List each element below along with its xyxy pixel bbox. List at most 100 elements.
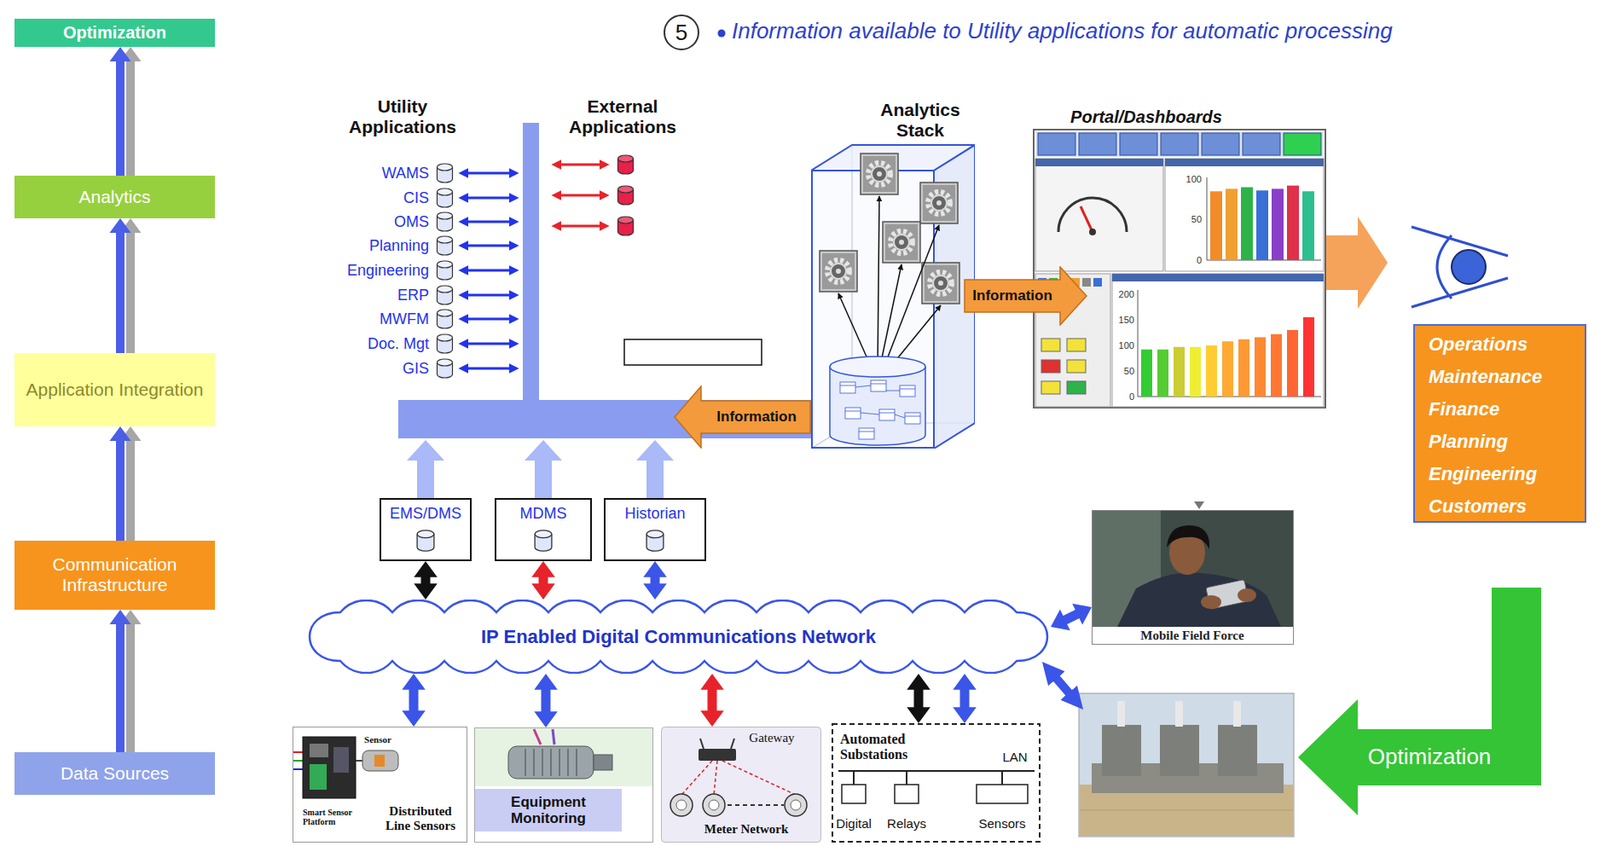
feed-arrows	[636, 440, 674, 499]
layer-box: Analytics	[14, 175, 215, 219]
substation-panel-shape	[905, 771, 908, 785]
analytics-stack-shape	[835, 268, 841, 274]
dashboard-shape	[1041, 359, 1061, 373]
photo-panel-shape	[1091, 510, 1294, 645]
dashboard-shape	[1157, 349, 1169, 397]
analytics-stack-shape	[879, 412, 895, 414]
dashboard-shape	[1119, 133, 1158, 156]
external-arrows	[559, 225, 602, 228]
application-name: Engineering	[347, 261, 429, 280]
dashboard-shape	[1206, 177, 1322, 261]
integration-arrows	[466, 172, 511, 175]
data-source-panel-shape	[309, 743, 329, 758]
data-source-panel-shape	[676, 800, 687, 811]
axis-value: 100	[1186, 173, 1202, 186]
dashboard-shape	[1037, 133, 1076, 156]
data-source-panel-shape	[475, 728, 654, 843]
node-text: Analytics	[79, 186, 151, 208]
external-databases	[618, 216, 634, 236]
node-text: Distributed Line Sensors	[377, 804, 464, 835]
data-source-panel-shape	[698, 748, 737, 761]
layer-box: Optimization	[14, 18, 215, 47]
utility-databases	[437, 309, 453, 329]
data-source-panel-shape	[784, 794, 807, 817]
substation-panel: Automated SubstationsLANDigitalRelaysSen…	[831, 723, 1041, 843]
analytics-stack-shape	[933, 275, 949, 291]
empty-box	[624, 339, 762, 366]
data-source-panel-shape	[508, 746, 594, 779]
analytics-stack-shape	[938, 280, 944, 286]
analytics-stack-shape	[855, 385, 905, 418]
node-text: Sensor	[364, 734, 392, 746]
substation-panel-shape	[838, 770, 1035, 772]
analytics-stack-shape	[863, 156, 896, 192]
system-box: Historian	[603, 498, 707, 562]
application-name: Planning	[369, 237, 429, 256]
dashboard-shape	[1137, 289, 1322, 397]
audience-box: OperationsMaintenanceFinancePlanningEngi…	[1413, 324, 1587, 523]
dashboard-shape	[1303, 317, 1315, 397]
data-source-panel-shape	[550, 748, 552, 777]
power-plant-photo	[1078, 693, 1294, 837]
dashboard-shape	[1033, 129, 1326, 408]
analytics-stack-shape	[871, 166, 887, 182]
connector-arrow	[643, 561, 667, 600]
analytics-stack-shape	[860, 153, 899, 195]
data-source-panel-shape	[475, 728, 653, 787]
data-source-panel: Equipment Monitoring	[474, 727, 654, 843]
connector-arrow	[533, 673, 558, 728]
substation-panel-shape	[976, 784, 1028, 804]
output-arrow	[1326, 216, 1388, 309]
substation-panel-shape	[841, 784, 866, 804]
layer-box: Data Sources	[14, 752, 215, 795]
integration-arrows	[466, 220, 511, 224]
layer-box: Communication Infrastructure	[14, 540, 215, 610]
dashboard-shape	[1302, 191, 1315, 261]
data-source-panel-shape	[293, 727, 468, 843]
connector-arrow	[110, 426, 132, 541]
analytics-stack-shape	[904, 412, 921, 424]
axis-value: 50	[1191, 214, 1202, 226]
analytics-stack-shape	[879, 409, 895, 421]
bullet-dot	[718, 29, 726, 38]
dashboard-shape	[1238, 339, 1250, 397]
feed-arrows	[406, 440, 445, 499]
dashboard-shape	[1082, 278, 1091, 287]
photo-panel-shape	[1117, 572, 1282, 627]
data-source-panel-shape	[702, 794, 725, 817]
node-text: Finance	[1428, 398, 1500, 420]
analytics-stack-shape	[929, 272, 952, 295]
power-plant-photo	[1117, 701, 1125, 727]
application-name: MWFM	[379, 310, 429, 329]
connector-arrow	[110, 218, 132, 354]
dashboard-shape	[1225, 188, 1238, 261]
analytics-stack-shape	[936, 200, 942, 206]
analytics-stack-shape	[899, 388, 916, 390]
connector-arrow	[401, 673, 426, 727]
power-plant-photo	[1217, 724, 1258, 777]
analytics-stack-shape	[811, 170, 934, 448]
data-source-panel-shape	[730, 738, 735, 749]
dashboard-shape	[1201, 133, 1240, 156]
node-text: Sensors	[979, 816, 1027, 831]
application-name: Doc. Mgt	[367, 335, 429, 354]
integration-arrows	[466, 318, 511, 321]
utility-databases	[437, 260, 453, 280]
information-arrow: Information	[673, 385, 812, 449]
dashboard-shape	[1041, 381, 1061, 395]
analytics-stack-shape	[876, 171, 882, 177]
system-box: EMS/DMS	[379, 498, 472, 562]
photo-panel-shape	[1237, 588, 1257, 603]
data-source-panel-shape	[302, 736, 356, 799]
analytics-stack-shape	[882, 221, 921, 263]
analytics-stack-shape	[829, 356, 926, 377]
section-heading: External Applications	[558, 96, 687, 138]
photo-panel-shape	[1166, 525, 1210, 550]
arrow-label: Optimization	[1368, 744, 1492, 771]
node-text: Automated Substations	[840, 731, 936, 764]
dashboard-shape	[1205, 345, 1218, 397]
node-text: Information	[972, 287, 1053, 305]
integration-arrows	[466, 294, 511, 297]
connector-arrow	[700, 673, 725, 727]
